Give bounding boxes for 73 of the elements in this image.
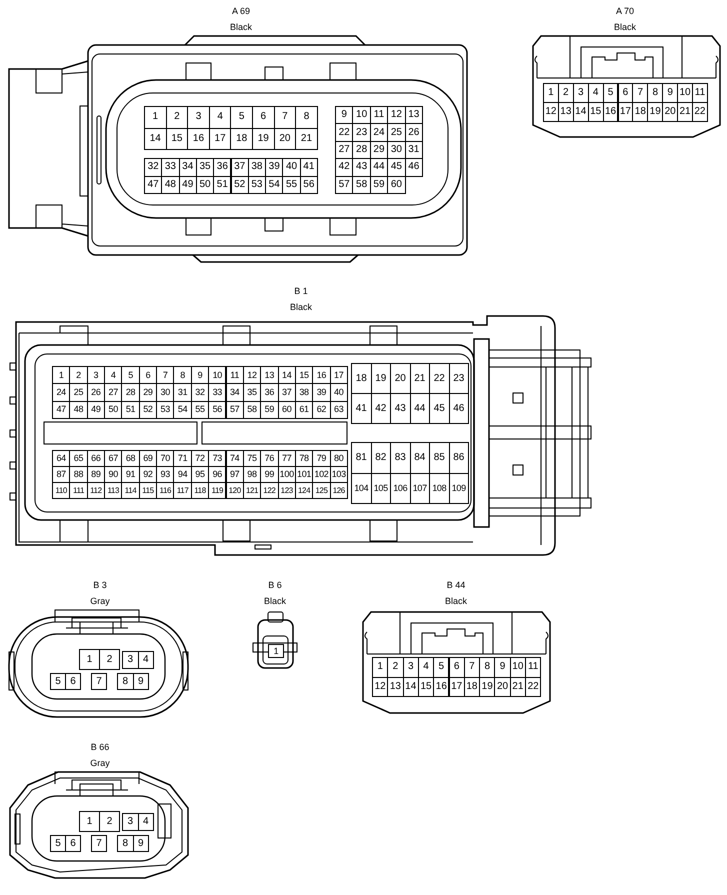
connector-code: B 1 — [294, 286, 308, 297]
connector-color: Black — [230, 22, 252, 33]
connector-color: Black — [264, 596, 286, 607]
pin-cell: 7 — [91, 673, 107, 690]
pin-cell: 5 — [433, 657, 450, 678]
pin-cell: 73 — [208, 450, 226, 467]
pin-cell: 11 — [525, 657, 542, 678]
pin-cell: 60 — [387, 176, 406, 194]
connector-code: A 69 — [232, 6, 250, 17]
pin-cell: 3 — [122, 651, 138, 669]
pin-cell: 104 — [351, 472, 372, 504]
pin-cell: 12 — [543, 102, 559, 122]
pin-cell: 21 — [295, 128, 318, 150]
connector-code: A 70 — [616, 6, 634, 17]
pin-cell: 8 — [117, 673, 134, 690]
pin-cell: 4 — [138, 813, 154, 831]
pin-cell: 1 — [79, 649, 100, 670]
pin-cell: 119 — [208, 482, 226, 499]
pin-cell: 56 — [208, 400, 226, 419]
connector-color: Gray — [90, 758, 110, 769]
pin-cell: 22 — [692, 102, 708, 122]
pin-cell: 46 — [448, 393, 469, 424]
pin-cell: 5 — [50, 673, 66, 690]
pin-cell: 8 — [117, 835, 134, 852]
pin-cell: 63 — [330, 400, 348, 419]
pin-cell: 13 — [404, 106, 423, 124]
pin-cell: 47 — [52, 400, 70, 419]
pin-cell: 51 — [213, 176, 232, 194]
pin-cell: 3 — [122, 813, 138, 831]
pin-cell: 18 — [351, 363, 372, 394]
pin-cell: 4 — [138, 651, 154, 669]
connector-code: B 44 — [446, 580, 466, 591]
connector-code: B 6 — [268, 580, 282, 591]
pin-cell: 1 — [268, 644, 284, 658]
pin-cell: 57 — [335, 176, 354, 194]
pin-cell: 9 — [132, 673, 149, 690]
pin-cell: 16 — [433, 676, 450, 697]
pin-cell: 8 — [295, 106, 318, 128]
pin-cell: 11 — [692, 83, 708, 103]
connector-color: Black — [614, 22, 636, 33]
pin-cell: 109 — [448, 472, 469, 504]
connector-color: Black — [290, 302, 312, 313]
connector-code: B 66 — [90, 742, 110, 753]
connector-color: Gray — [90, 596, 110, 607]
pin-cell: 10 — [208, 366, 226, 384]
pin-cell: 86 — [448, 442, 469, 474]
pin-cell: 1 — [52, 366, 70, 384]
pin-cell: 126 — [330, 482, 348, 499]
pin-cell: 9 — [132, 835, 149, 852]
pin-cell: 57 — [226, 400, 244, 419]
pin-cell: 36 — [213, 158, 232, 176]
pin-cell: 2 — [99, 811, 120, 832]
pin-cell: 16 — [602, 102, 618, 122]
pin-cell: 22 — [525, 676, 542, 697]
pin-cell: 14 — [144, 128, 167, 150]
pin-cell: 17 — [330, 366, 348, 384]
pin-cell: 120 — [226, 482, 244, 499]
pin-cell: 46 — [404, 158, 423, 177]
pin-cell: 81 — [351, 442, 372, 474]
pin-cell: 110 — [52, 482, 70, 499]
pin-cell: 23 — [448, 363, 469, 394]
pin-cell: 11 — [226, 366, 244, 384]
pin-cell: 5 — [50, 835, 66, 852]
pin-cell: 6 — [65, 835, 81, 852]
pin-cell: 6 — [65, 673, 81, 690]
connector-code: B 3 — [93, 580, 107, 591]
pin-cell: 41 — [351, 393, 372, 424]
pin-cell: 1 — [79, 811, 100, 832]
pin-cell: 1 — [144, 106, 167, 128]
connector-color: Black — [445, 596, 467, 607]
pin-cell: 2 — [99, 649, 120, 670]
pin-cell: 7 — [91, 835, 107, 852]
pin-cell: 9 — [335, 106, 354, 124]
